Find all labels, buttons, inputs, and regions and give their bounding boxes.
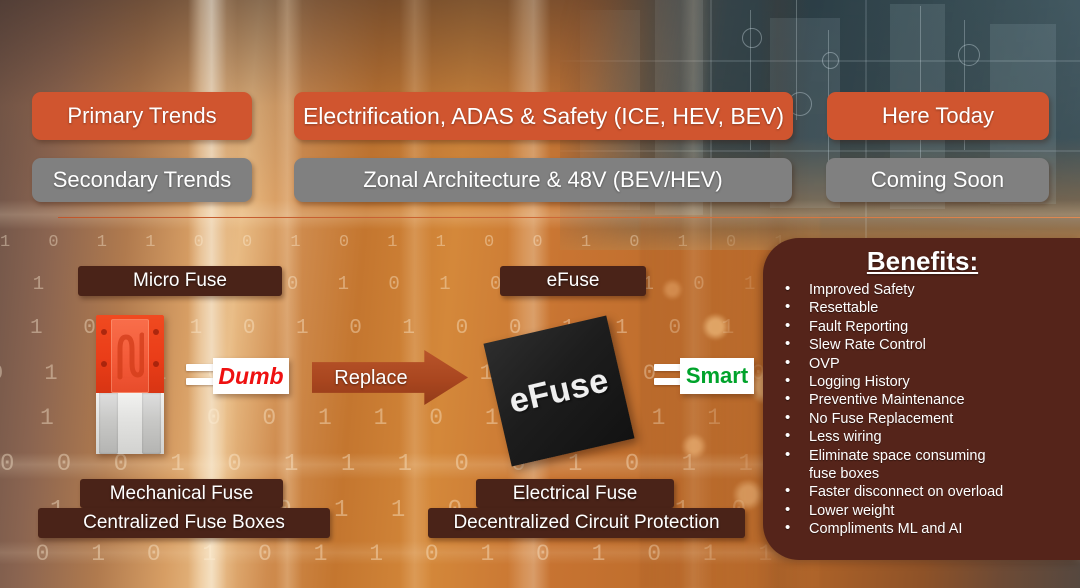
replace-arrow-label: Replace (334, 366, 408, 389)
benefit-item: Less wiring (773, 427, 1072, 446)
efuse-chip-label: eFuse (505, 360, 613, 421)
value-box-dumb: Dumb (213, 358, 289, 394)
label-electrical-fuse: Electrical Fuse (476, 479, 674, 508)
benefits-panel: Benefits: Improved SafetyResettableFault… (763, 238, 1080, 560)
trend-statement-primary[interactable]: Electrification, ADAS & Safety (ICE, HEV… (294, 92, 793, 140)
equals-icon-left (186, 364, 218, 385)
value-dumb-text: Dumb (218, 362, 284, 389)
section-divider (58, 217, 1080, 218)
benefit-item: fuse boxes (809, 466, 880, 483)
benefit-item: No Fuse Replacement (773, 409, 1072, 428)
label-mechanical-fuse: Mechanical Fuse (80, 479, 283, 508)
value-smart-text: Smart (685, 363, 749, 388)
trend-timing-secondary[interactable]: Coming Soon (826, 158, 1049, 202)
label-centralized-fuse-boxes: Centralized Fuse Boxes (38, 508, 330, 538)
equals-icon-right (654, 364, 686, 385)
benefit-item: Preventive Maintenance (773, 390, 1072, 409)
label-decentralized-circuit-protection: Decentralized Circuit Protection (428, 508, 745, 538)
trend-category-secondary[interactable]: Secondary Trends (32, 158, 252, 202)
benefit-item: Eliminate space consuming (773, 446, 1072, 465)
trend-timing-primary[interactable]: Here Today (827, 92, 1049, 140)
benefit-item: Lower weight (773, 501, 1072, 520)
benefit-item: Logging History (773, 372, 1072, 391)
label-micro-fuse: Micro Fuse (78, 266, 282, 296)
micro-fuse-icon (96, 315, 164, 454)
benefit-item: Resettable (773, 298, 1072, 317)
trend-category-primary[interactable]: Primary Trends (32, 92, 252, 140)
benefit-item: Faster disconnect on overload (773, 482, 1072, 501)
trend-statement-secondary[interactable]: Zonal Architecture & 48V (BEV/HEV) (294, 158, 792, 202)
benefit-item: Fault Reporting (773, 317, 1072, 336)
benefit-item: Compliments ML and AI (773, 519, 1072, 538)
label-efuse: eFuse (500, 266, 646, 296)
benefits-list: Improved SafetyResettableFault Reporting… (773, 280, 1072, 539)
benefit-item: Improved Safety (773, 280, 1072, 299)
replace-arrow: Replace (312, 350, 468, 405)
fuse-element-icon (117, 332, 144, 380)
benefit-item: OVP (773, 354, 1072, 373)
benefit-item: Slew Rate Control (773, 335, 1072, 354)
benefits-title: Benefits: (866, 246, 979, 276)
value-box-smart: Smart (680, 358, 754, 394)
